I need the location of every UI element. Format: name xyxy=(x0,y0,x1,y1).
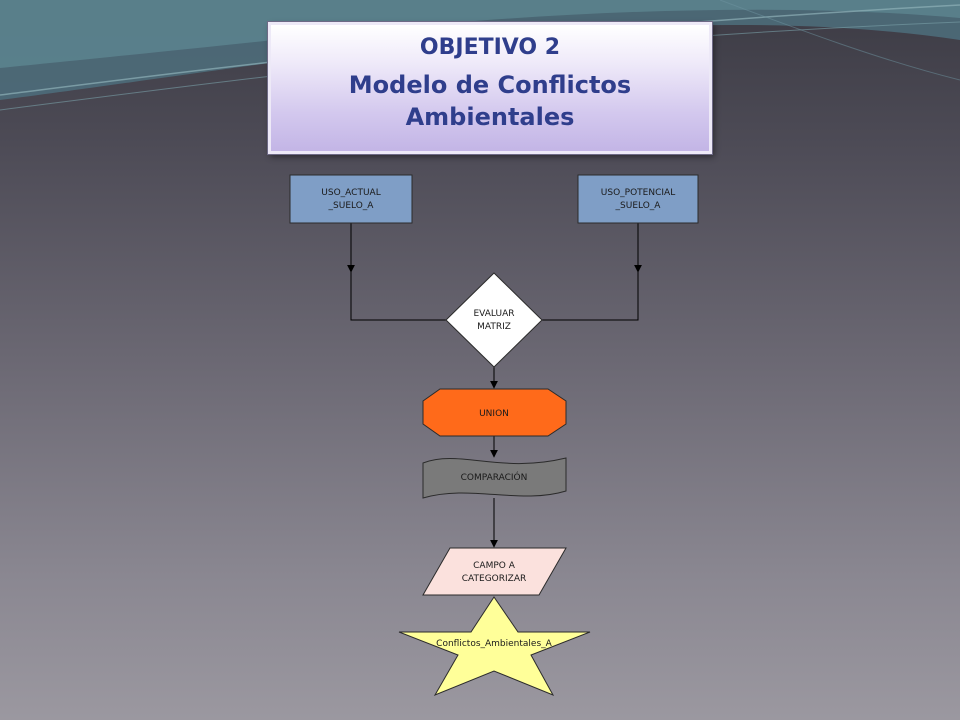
node-uso-actual[interactable]: USO_ACTUAL _SUELO_A xyxy=(289,174,413,224)
node-uso-potencial-label-2: _SUELO_A xyxy=(615,201,662,211)
connectors xyxy=(347,223,642,548)
node-evaluar-matriz[interactable]: EVALUAR MATRIZ xyxy=(445,272,543,368)
title-model-line1: Modelo de Conflictos xyxy=(348,71,632,99)
connector-left-to-evaluar xyxy=(350,272,446,321)
node-campo-label-2: CATEGORIZAR xyxy=(462,574,526,584)
node-evaluar-label-1: EVALUAR xyxy=(474,309,515,319)
title-objective: OBJETIVO 2 xyxy=(419,35,561,60)
node-campo-parallelogram xyxy=(422,547,567,596)
node-uso-actual-label-1: USO_ACTUAL xyxy=(321,188,380,198)
node-comparacion-wave xyxy=(422,457,567,499)
node-union-octagon xyxy=(422,388,567,437)
node-union[interactable]: UNION xyxy=(422,388,567,437)
title-model-line2: Ambientales xyxy=(405,103,575,131)
node-uso-actual-box xyxy=(289,174,413,224)
node-output-label: Conflictos_Ambientales_A xyxy=(436,639,552,649)
node-campo-label-1: CAMPO A xyxy=(473,561,516,571)
node-evaluar-diamond xyxy=(445,272,543,368)
node-campo-categorizar[interactable]: CAMPO A CATEGORIZAR xyxy=(422,547,567,596)
node-uso-potencial-box xyxy=(577,174,699,224)
node-union-label: UNION xyxy=(479,409,509,419)
node-evaluar-label-2: MATRIZ xyxy=(477,322,511,332)
connector-right-to-evaluar xyxy=(542,272,639,321)
node-uso-actual-label-2: _SUELO_A xyxy=(328,201,375,211)
node-comparacion[interactable]: COMPARACIÓN xyxy=(422,457,567,499)
title-banner: OBJETIVO 2 Modelo de Conflictos Ambienta… xyxy=(268,22,712,154)
node-output-conflictos[interactable]: Conflictos_Ambientales_A xyxy=(398,596,591,697)
node-comparacion-label: COMPARACIÓN xyxy=(461,471,528,483)
node-uso-potencial[interactable]: USO_POTENCIAL _SUELO_A xyxy=(577,174,699,224)
node-output-star xyxy=(398,596,591,697)
node-uso-potencial-label-1: USO_POTENCIAL xyxy=(601,188,675,198)
